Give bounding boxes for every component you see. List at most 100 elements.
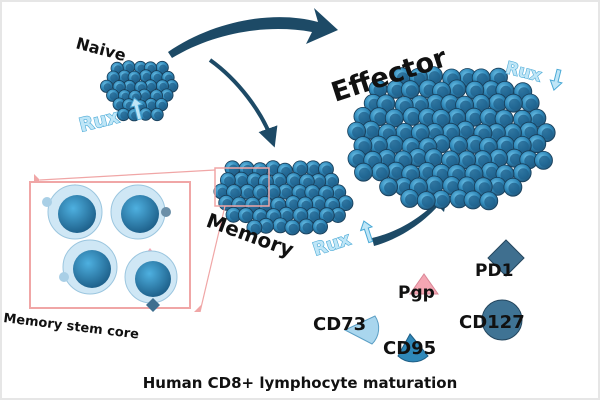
t-cell-nucleus <box>493 98 505 110</box>
t-cell-nucleus <box>415 100 427 112</box>
t-cell-nucleus <box>486 166 498 178</box>
t-cell-nucleus <box>147 82 156 91</box>
t-cell-nucleus <box>289 199 299 209</box>
t-cell-nucleus <box>314 177 324 187</box>
t-cell-nucleus <box>478 182 490 194</box>
t-cell-nucleus <box>121 73 129 81</box>
t-cell-nucleus <box>541 128 553 140</box>
arrow-down-icon <box>549 68 563 92</box>
t-cell-nucleus <box>281 166 291 177</box>
t-cell-nucleus <box>358 167 371 179</box>
t-cell-nucleus <box>508 98 521 110</box>
t-cell-nucleus <box>486 85 498 97</box>
t-cell-nucleus <box>256 188 266 198</box>
t-cell-nucleus <box>341 199 352 209</box>
t-cell-nucleus <box>470 139 482 151</box>
t-cell-nucleus <box>389 113 401 125</box>
t-cell-nucleus <box>322 189 332 199</box>
t-cell-nucleus <box>250 223 260 234</box>
stem-core-cell <box>124 248 178 312</box>
t-cell-nucleus <box>109 92 118 100</box>
t-cell-nucleus <box>289 176 300 186</box>
t-cell-nucleus <box>415 128 428 140</box>
cd127-circle-icon <box>481 299 523 341</box>
t-cell-nucleus <box>276 221 286 231</box>
t-cell-nucleus <box>224 176 234 186</box>
t-cell-nucleus <box>163 92 172 100</box>
t-cell-nucleus <box>281 187 291 198</box>
t-cell-nucleus <box>116 101 124 109</box>
t-cell-nucleus <box>436 114 448 126</box>
t-cell-nucleus <box>274 200 284 211</box>
t-cell-nucleus <box>269 188 279 198</box>
t-cell-nucleus <box>334 211 344 221</box>
t-cell-nucleus <box>423 112 435 125</box>
zoom-line-top <box>39 169 216 181</box>
t-cell-nucleus <box>352 154 364 166</box>
t-cell-nucleus <box>142 72 151 81</box>
t-cell-nucleus <box>275 176 285 186</box>
t-cell-nucleus <box>288 223 298 234</box>
t-cell-nucleus <box>525 98 537 110</box>
t-cell-nucleus <box>373 140 386 152</box>
t-cell-nucleus <box>478 128 490 140</box>
t-cell-nucleus <box>295 188 306 198</box>
t-cell-nucleus <box>308 188 318 198</box>
t-cell-nucleus <box>484 112 496 125</box>
t-cell-nucleus <box>517 140 529 153</box>
cd95-wedge-icon <box>397 333 429 363</box>
t-cell-nucleus <box>352 126 364 138</box>
t-cell-nucleus <box>296 211 306 221</box>
t-cell-nucleus <box>314 199 325 209</box>
cd73-wedge-icon <box>343 315 380 345</box>
cd73-label: CD73 <box>313 314 366 335</box>
t-cell-nucleus <box>168 82 177 91</box>
t-cell-nucleus <box>428 71 441 83</box>
t-cell-nucleus <box>230 188 240 198</box>
t-cell-nucleus <box>405 85 417 97</box>
t-cell-nucleus <box>147 101 156 109</box>
t-cell-nucleus <box>334 188 344 198</box>
t-cell-nucleus <box>413 72 426 85</box>
t-cell-nucleus <box>509 153 522 165</box>
t-cell-nucleus <box>141 92 149 100</box>
t-cell-nucleus <box>405 194 417 206</box>
t-cell-nucleus <box>524 126 536 138</box>
t-cell-nucleus <box>539 155 551 167</box>
t-cell-nucleus <box>436 139 448 151</box>
t-cell-nucleus <box>460 125 472 137</box>
t-cell-nucleus <box>436 195 448 207</box>
t-cell-nucleus <box>159 64 167 73</box>
t-cell-nucleus <box>494 72 506 84</box>
t-cell-nucleus <box>158 101 166 110</box>
t-cell-nucleus <box>116 83 124 92</box>
t-cell-nucleus <box>397 72 409 84</box>
t-cell-nucleus <box>447 181 459 193</box>
t-cell-nucleus <box>217 187 227 197</box>
t-cell-nucleus <box>358 111 370 124</box>
t-cell-nucleus <box>391 84 403 96</box>
t-cell-nucleus <box>237 175 247 186</box>
t-cell-nucleus <box>222 199 232 209</box>
t-cell-nucleus <box>532 139 544 151</box>
t-cell-nucleus <box>309 211 319 221</box>
t-cell-nucleus <box>517 168 529 180</box>
t-cell-nucleus <box>452 113 464 125</box>
t-cell-nucleus <box>470 85 482 97</box>
t-cell-nucleus <box>436 168 448 180</box>
t-cell-nucleus <box>301 200 311 211</box>
t-cell-nucleus <box>413 153 425 165</box>
t-cell-nucleus <box>382 154 394 166</box>
t-cell-nucleus <box>250 176 261 186</box>
t-cell-nucleus <box>476 98 488 111</box>
t-cell-nucleus <box>413 182 426 194</box>
t-cell-nucleus <box>323 211 333 221</box>
t-cell-nucleus <box>316 222 326 233</box>
t-cell-nucleus <box>243 188 253 198</box>
t-cell-nucleus <box>468 195 480 207</box>
arrow-naive-to-effector <box>168 8 338 58</box>
t-cell-nucleus <box>507 128 520 140</box>
pgp-label: Pgp <box>398 283 435 303</box>
t-cell-nucleus <box>373 84 385 96</box>
